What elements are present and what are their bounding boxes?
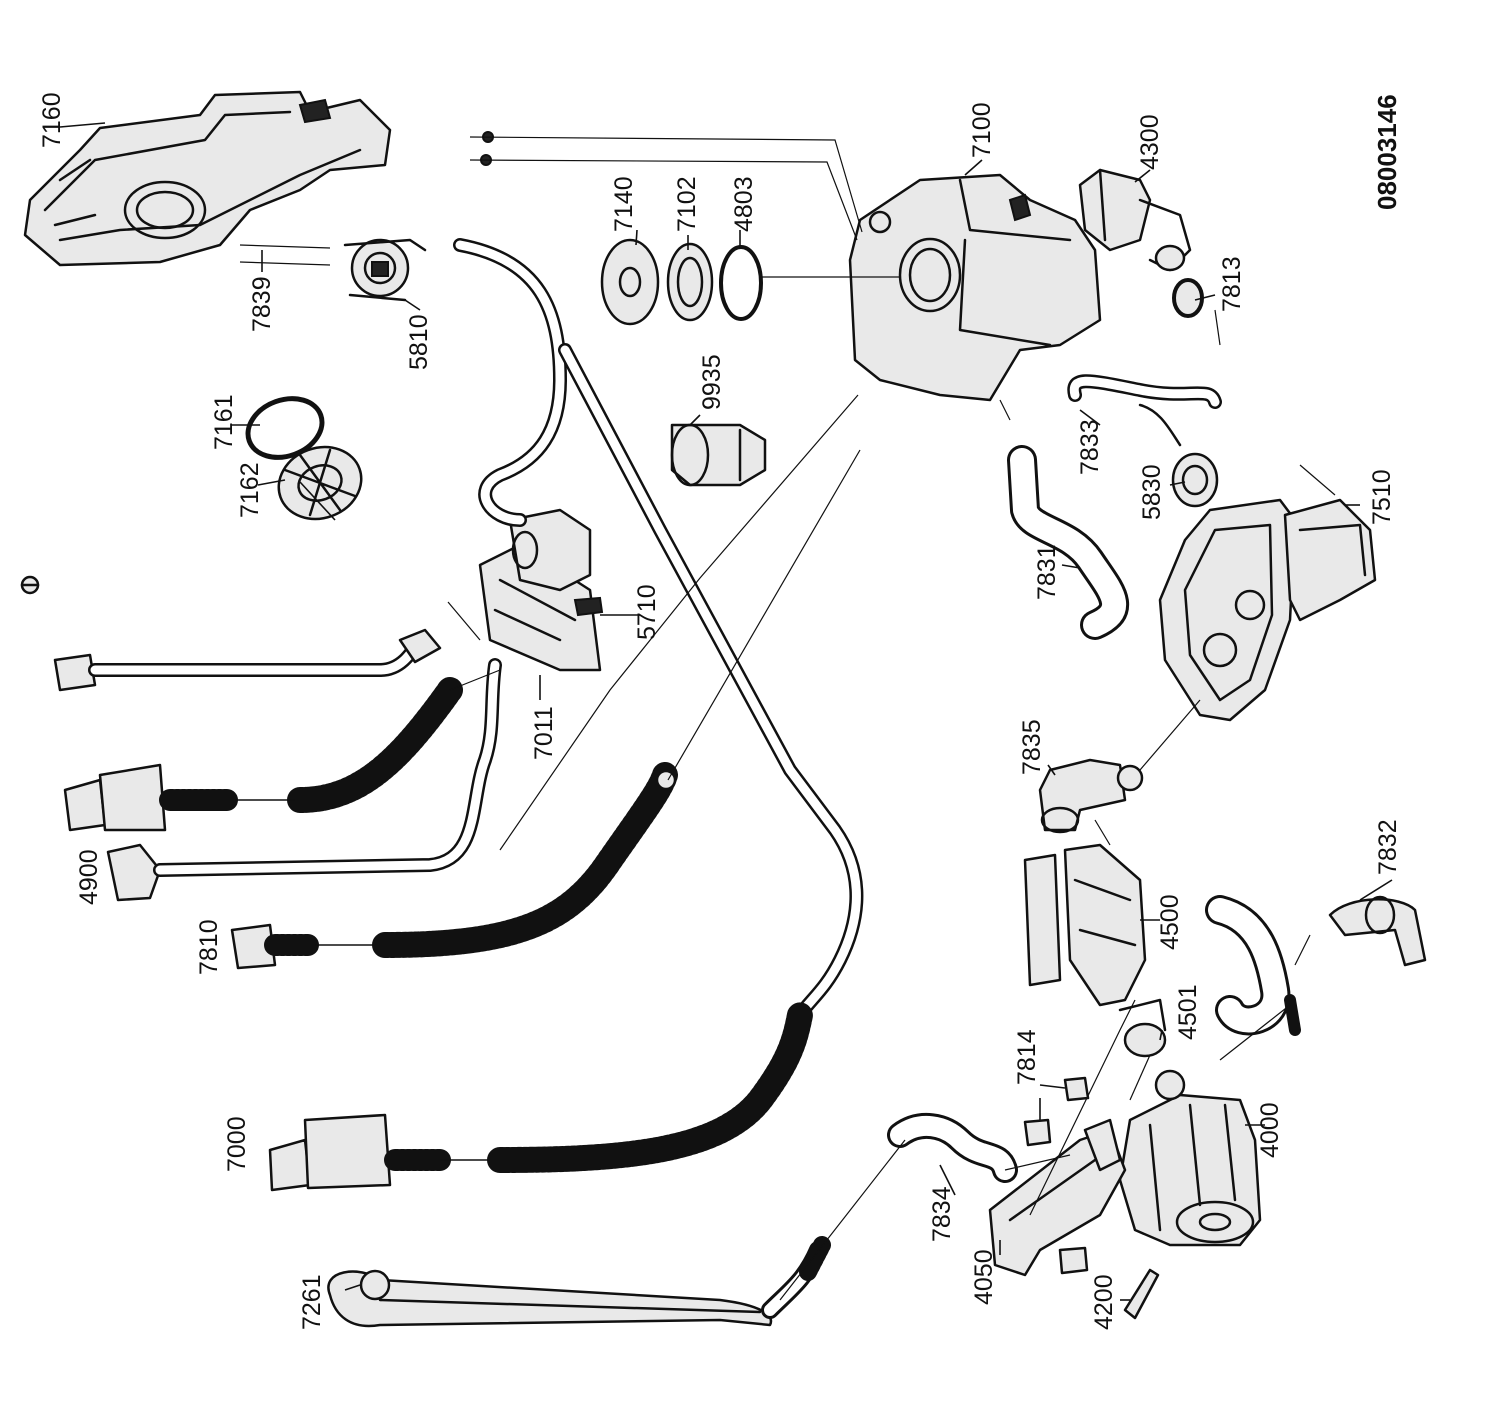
part-7261-sprayarm — [327, 1236, 831, 1328]
label-7833: 7833 — [1076, 419, 1104, 475]
part-7813-seal — [1172, 278, 1204, 318]
label-9935: 9935 — [698, 354, 726, 410]
label-5830: 5830 — [1138, 464, 1166, 520]
label-7832: 7832 — [1374, 819, 1402, 875]
label-5710: 5710 — [633, 584, 661, 640]
label-5810: 5810 — [405, 314, 433, 370]
part-4200-clip — [1123, 1268, 1160, 1320]
part-5710-valve-board — [478, 508, 604, 672]
label-7814: 7814 — [1013, 1029, 1041, 1085]
inlet-hose-top — [53, 628, 442, 692]
part-7162-rotor — [277, 445, 363, 521]
part-4500-heater — [1023, 843, 1147, 1007]
part-4300-sensor — [1078, 168, 1192, 272]
part-7510-tray — [1158, 498, 1377, 722]
inlet-tube — [453, 238, 567, 527]
label-7161: 7161 — [210, 394, 238, 450]
part-7160-bracket — [23, 90, 392, 267]
label-7839: 7839 — [248, 276, 276, 332]
label-7834: 7834 — [928, 1186, 956, 1242]
label-7261: 7261 — [298, 1274, 326, 1330]
label-4501: 4501 — [1174, 984, 1202, 1040]
label-7140: 7140 — [610, 176, 638, 232]
part-4900-cable — [106, 658, 502, 902]
label-7810: 7810 — [195, 919, 223, 975]
part-7161-ring — [245, 396, 325, 460]
screw — [20, 575, 40, 595]
label-7160: 7160 — [38, 92, 66, 148]
label-4500: 4500 — [1156, 894, 1184, 950]
label-4200: 4200 — [1090, 1274, 1118, 1330]
label-7000: 7000 — [223, 1116, 251, 1172]
label-7102: 7102 — [673, 176, 701, 232]
label-7510: 7510 — [1368, 469, 1396, 525]
drawing-code: 08003146 — [1372, 94, 1402, 210]
leader-lines — [59, 122, 1393, 1301]
part-7832-hose — [1205, 895, 1427, 1036]
part-4050-bracket — [988, 1118, 1127, 1277]
part-4000-pump — [1118, 1069, 1262, 1247]
part-4803-seal — [719, 245, 763, 321]
label-7835: 7835 — [1018, 719, 1046, 775]
part-4501-seal — [1118, 998, 1167, 1058]
labels: 08003146 7160 7839 5810 7161 7162 7140 7… — [38, 92, 1402, 1330]
part-5810-flowmeter — [343, 238, 427, 302]
part-7831-hose — [1007, 445, 1129, 640]
label-7100: 7100 — [968, 102, 996, 158]
part-7814-clamps — [1023, 1076, 1090, 1275]
part-7835-elbow — [1038, 758, 1144, 834]
label-7813: 7813 — [1218, 256, 1246, 312]
label-4000: 4000 — [1256, 1102, 1284, 1158]
inlet-hose-aquastop — [63, 677, 463, 832]
label-7011: 7011 — [530, 706, 558, 760]
label-4300: 4300 — [1136, 114, 1164, 170]
label-7162: 7162 — [236, 462, 264, 518]
part-7100-sump — [848, 173, 1102, 402]
label-4050: 4050 — [970, 1249, 998, 1305]
label-7831: 7831 — [1033, 544, 1061, 600]
part-7834-hose — [887, 1112, 1018, 1183]
part-7000-inlethose — [268, 1002, 813, 1192]
part-7833-tube — [1067, 374, 1222, 447]
part-7102-ring — [666, 242, 714, 322]
part-7140-nut — [600, 238, 660, 326]
long-tube — [558, 343, 864, 1022]
part-9935-cup — [670, 423, 767, 487]
label-4803: 4803 — [730, 176, 758, 232]
label-4900: 4900 — [75, 849, 103, 905]
part-5830-float — [1171, 452, 1219, 508]
